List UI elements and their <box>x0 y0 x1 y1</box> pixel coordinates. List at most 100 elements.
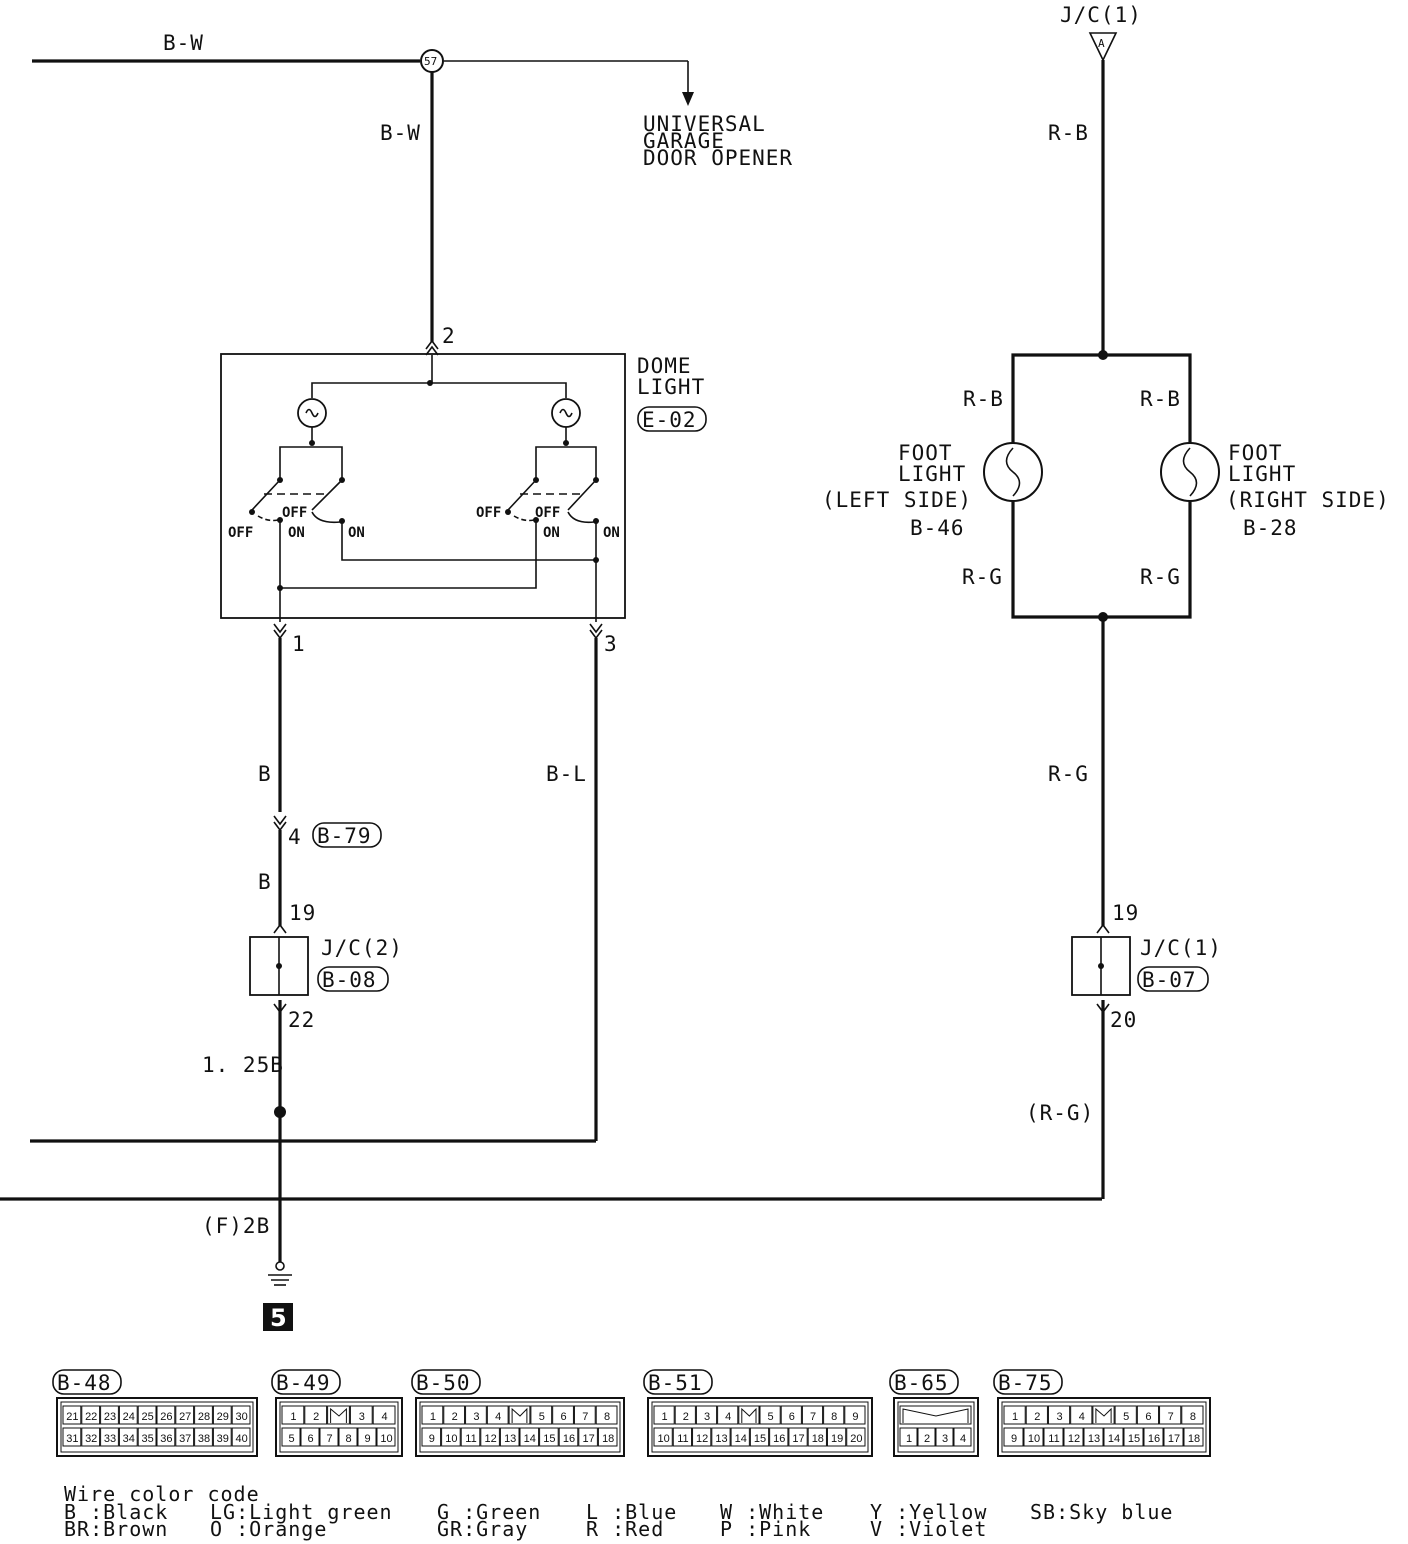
sw-l-blade-2 <box>311 479 343 511</box>
dome-ret-cross <box>280 520 537 589</box>
foot-left-name-1: FOOT <box>898 441 953 465</box>
connector-pin-label: 14 <box>524 1433 536 1445</box>
connector-pin-label: 3 <box>473 1411 479 1423</box>
connector-cavity <box>175 1427 195 1447</box>
legend-title: Wire color code <box>64 1482 260 1506</box>
foot-right-name-1: FOOT <box>1228 441 1283 465</box>
dome-pin-2: 2 <box>442 324 456 348</box>
connector-cavity <box>465 1405 487 1425</box>
connector-cavity <box>338 1427 358 1447</box>
connector-cavity <box>421 1405 444 1425</box>
jc1-out-pin: 20 <box>1110 1008 1137 1032</box>
connector-cavity <box>231 1427 251 1447</box>
connector-pin-label: 27 <box>179 1411 191 1423</box>
sw-r-off1 <box>505 509 511 515</box>
connector-cavity <box>1159 1405 1182 1425</box>
connector-housing <box>415 1397 625 1457</box>
connector-cavity <box>281 1427 301 1447</box>
connector-pin-label: 9 <box>852 1411 858 1423</box>
connector-cavity <box>1183 1427 1204 1447</box>
left-wire-label-1: B <box>258 762 272 786</box>
connector-cavity <box>327 1405 350 1425</box>
jc1-name: J/C(1) <box>1140 936 1222 960</box>
connector-cavity <box>935 1427 954 1447</box>
connector-cavity <box>486 1405 509 1425</box>
pin2-chevron-icon-b <box>425 345 439 356</box>
legend-v: V :Violet <box>870 1517 987 1541</box>
connector-inner <box>419 1401 621 1453</box>
legend-lg: LG:Light green <box>210 1500 393 1524</box>
connector-cavity <box>692 1427 712 1447</box>
connector-cavity <box>1025 1405 1048 1425</box>
connector-key-icon <box>330 1407 347 1423</box>
ground-number: 5 <box>270 1304 287 1332</box>
connector-pin-label: 1 <box>906 1433 912 1445</box>
connector-cavity <box>1143 1427 1164 1447</box>
connector-cavity <box>156 1405 176 1425</box>
connector-pin-label: 1 <box>290 1411 296 1423</box>
right-source: J/C(1) <box>1060 3 1142 27</box>
foot-right-wire-in: R-B <box>1140 387 1181 411</box>
connector-pin-label: 10 <box>658 1433 670 1445</box>
connector-pin-label: 2 <box>1034 1411 1040 1423</box>
connector-pin-label: 3 <box>1056 1411 1062 1423</box>
connector-pin-label: 2 <box>313 1411 319 1423</box>
connector-pin-label: 17 <box>1168 1433 1180 1445</box>
legend-l: L :Blue <box>586 1500 677 1524</box>
connector-cavity <box>780 1405 802 1425</box>
connector-pin-label: 4 <box>495 1411 501 1423</box>
connector-cavity <box>595 1405 618 1425</box>
bulb-right-node <box>563 440 569 446</box>
connector-pin-label: 14 <box>1108 1433 1120 1445</box>
b79-connector: B-79 <box>317 824 372 848</box>
sw-r-blade-2 <box>567 479 597 511</box>
connector-pin-label: 18 <box>602 1433 614 1445</box>
connector-cavity <box>100 1427 119 1447</box>
jc1-connector: B-07 <box>1142 968 1197 992</box>
connector-cavity <box>823 1405 845 1425</box>
connector-cavity <box>212 1427 232 1447</box>
connector-pin-label: 6 <box>307 1433 313 1445</box>
connector-cavity <box>62 1405 82 1425</box>
connector-inner <box>60 1401 254 1453</box>
foot-left-wire-in: R-B <box>963 387 1004 411</box>
connector-pin-label: 7 <box>810 1411 816 1423</box>
connector-cavity <box>1083 1427 1104 1447</box>
connector-pin-label: 4 <box>1079 1411 1085 1423</box>
dome-bus <box>311 382 567 398</box>
connector-pin-label: 4 <box>725 1411 731 1423</box>
sw-r-arc <box>513 515 535 522</box>
foot-light-lower-bus <box>1011 500 1192 619</box>
right-down-wire-label: R-G <box>1048 762 1089 786</box>
garage-opener-label: UNIVERSAL GARAGE DOOR OPENER <box>643 112 792 170</box>
sw-l-off1 <box>249 509 255 515</box>
connector-key-icon <box>1095 1407 1112 1423</box>
jc1-badge <box>1137 966 1209 992</box>
connector-cavity <box>953 1427 972 1447</box>
connector-name: B-65 <box>894 1371 949 1395</box>
connector-pin-label: 9 <box>1011 1433 1017 1445</box>
connector-key-icon <box>511 1407 528 1423</box>
connector-pin-label: 6 <box>789 1411 795 1423</box>
connector-cavity <box>499 1427 520 1447</box>
connector-cavity <box>674 1405 696 1425</box>
connector-badge <box>993 1369 1063 1395</box>
sw-l-off-label-1: OFF <box>228 525 253 541</box>
connector-pin-label: 13 <box>1088 1433 1100 1445</box>
legend-p: P :Pink <box>720 1517 811 1541</box>
garage-line-1: UNIVERSAL <box>643 112 766 136</box>
connector-inner <box>279 1401 399 1453</box>
jc2-connector: B-08 <box>322 968 377 992</box>
jc2-out-pin: 22 <box>288 1008 315 1032</box>
connector-cavity <box>1003 1405 1026 1425</box>
connector-pin-label: 12 <box>696 1433 708 1445</box>
connector-cavity <box>730 1427 750 1447</box>
b79-pin: 4 <box>288 825 302 849</box>
connector-cavity <box>899 1405 972 1425</box>
connector-cavity <box>194 1405 213 1425</box>
pin2-chevron-icon <box>425 339 439 350</box>
connector-cavity <box>759 1405 781 1425</box>
connector-name: B-75 <box>998 1371 1053 1395</box>
